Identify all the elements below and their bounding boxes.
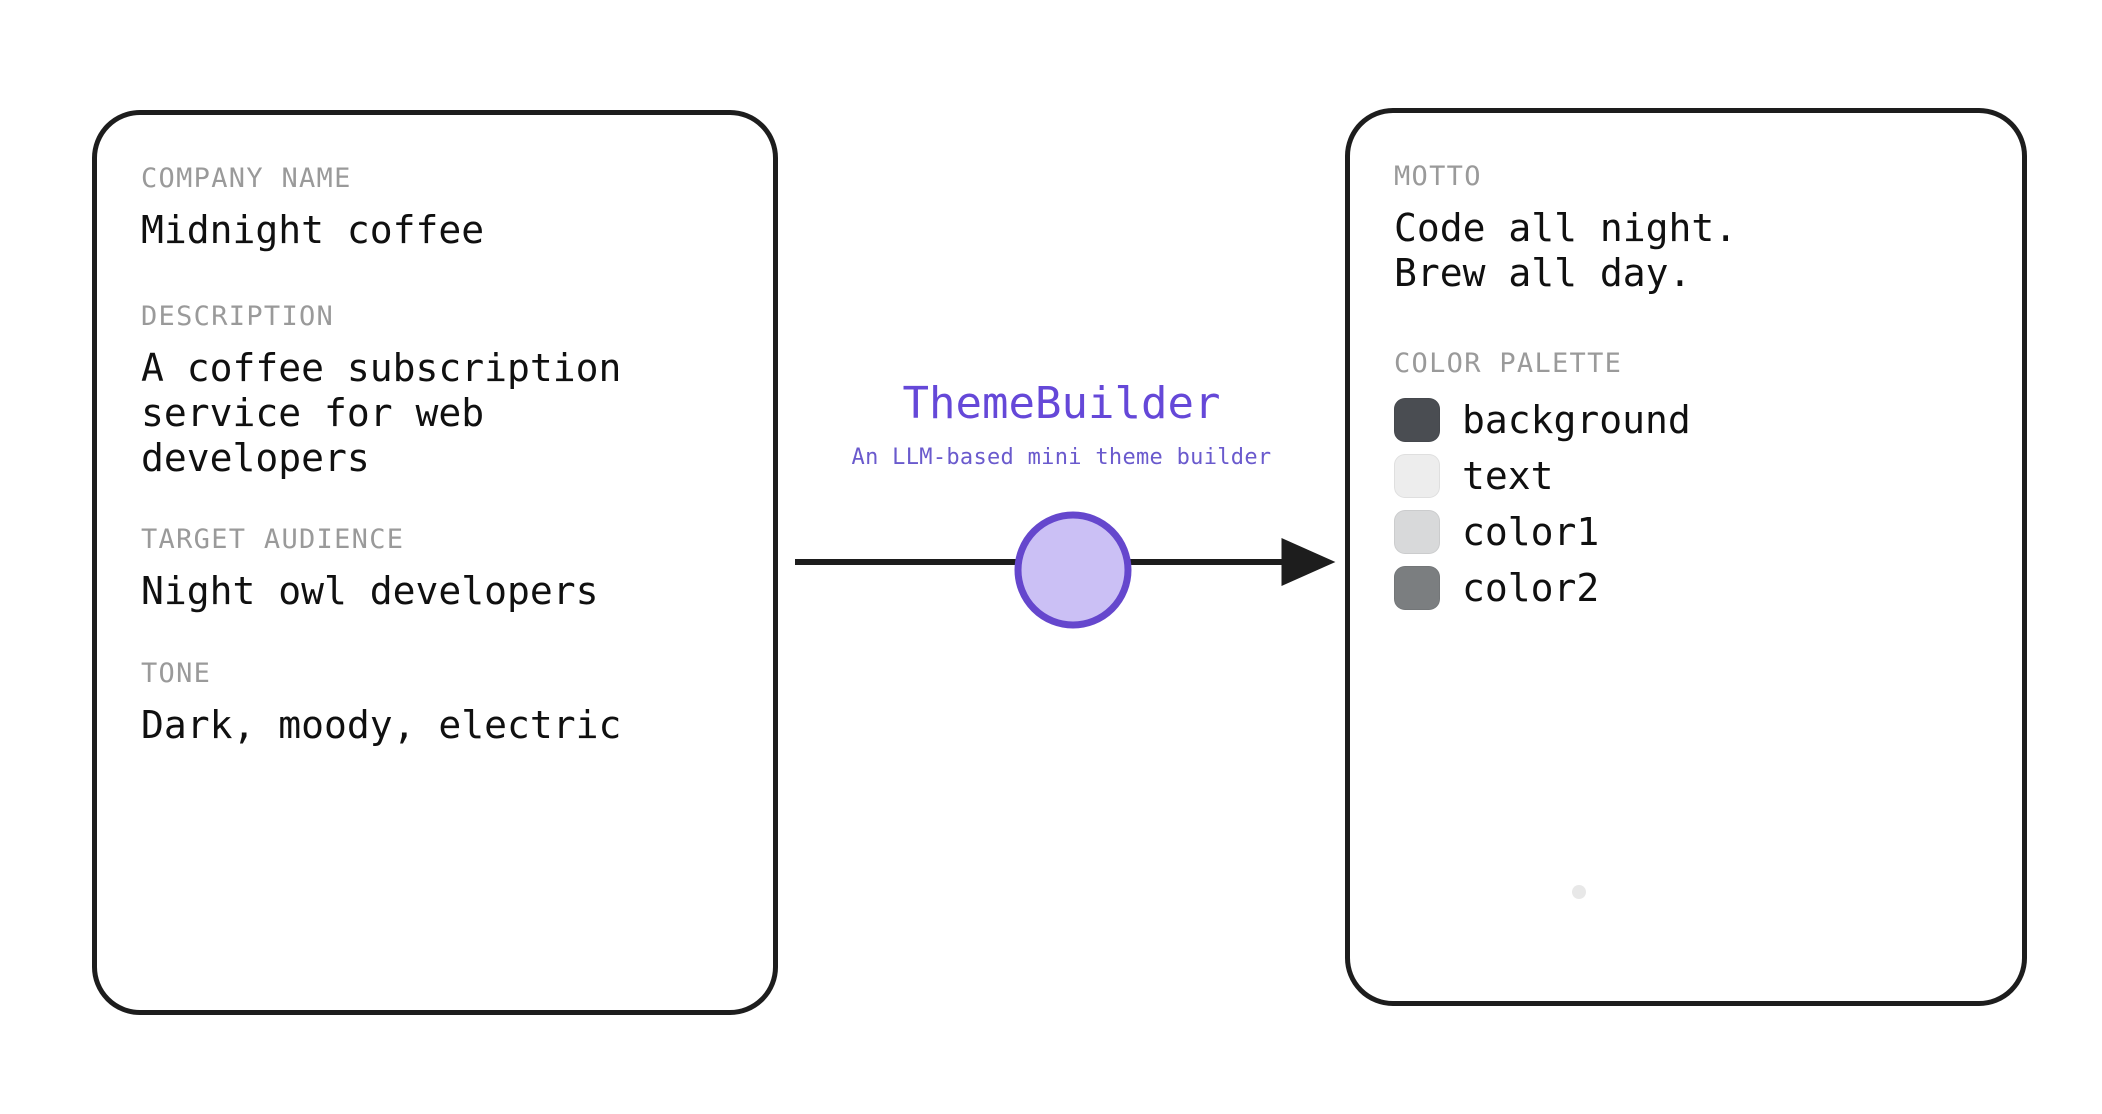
field-color-palette: COLOR PALETTE background text color1 (1394, 348, 1978, 615)
color-swatch-color2[interactable] (1394, 565, 1440, 610)
field-label-description: DESCRIPTION (141, 300, 335, 332)
color-palette-list: background text color1 color2 (1394, 393, 1978, 615)
field-label-target-audience: TARGET AUDIENCE (141, 524, 405, 556)
color-swatch-color1[interactable] (1394, 509, 1440, 554)
field-company-name: COMPANY NAME Midnight coffee (141, 163, 729, 253)
palette-row[interactable]: text (1394, 449, 1978, 503)
input-brief-card[interactable]: COMPANY NAME Midnight coffee DESCRIPTION… (92, 110, 778, 1015)
field-value-description: A coffee subscription service for web de… (141, 345, 622, 480)
palette-row[interactable]: color1 (1394, 505, 1978, 559)
color-swatch-label-color2: color2 (1462, 565, 1600, 610)
output-theme-card[interactable]: MOTTO Code all night. Brew all day. COLO… (1345, 108, 2027, 1006)
color-swatch-label-background: background (1462, 397, 1691, 442)
color-swatch-label-text: text (1462, 453, 1554, 498)
color-swatch-text[interactable] (1394, 453, 1440, 498)
field-description: DESCRIPTION A coffee subscription servic… (141, 301, 729, 481)
field-label-motto: MOTTO (1394, 161, 1482, 192)
field-label-color-palette: COLOR PALETTE (1394, 347, 1623, 379)
color-swatch-label-color1: color1 (1462, 509, 1600, 554)
brand-block: ThemeBuilder An LLM-based mini theme bui… (778, 378, 1345, 471)
palette-row[interactable]: color2 (1394, 561, 1978, 615)
field-tone: TONE Dark, moody, electric (141, 658, 729, 748)
field-value-company-name: Midnight coffee (141, 208, 485, 253)
app-title: ThemeBuilder (902, 378, 1221, 429)
app-subtitle: An LLM-based mini theme builder (851, 445, 1272, 471)
output-card-content: MOTTO Code all night. Brew all day. COLO… (1350, 113, 2022, 1001)
field-label-company-name: COMPANY NAME (141, 163, 352, 194)
palette-row[interactable]: background (1394, 393, 1978, 447)
process-node-circle-icon[interactable] (1014, 511, 1132, 629)
field-target-audience: TARGET AUDIENCE Night owl developers (141, 524, 729, 614)
field-label-tone: TONE (141, 658, 212, 690)
palette-trailing-dot-icon (1572, 885, 1586, 899)
field-value-motto: Code all night. Brew all day. (1394, 206, 1738, 295)
field-motto: MOTTO Code all night. Brew all day. (1394, 161, 1978, 296)
field-value-target-audience: Night owl developers (141, 569, 599, 614)
field-value-tone: Dark, moody, electric (141, 703, 622, 748)
color-swatch-background[interactable] (1394, 397, 1440, 442)
input-card-content: COMPANY NAME Midnight coffee DESCRIPTION… (97, 115, 773, 1010)
